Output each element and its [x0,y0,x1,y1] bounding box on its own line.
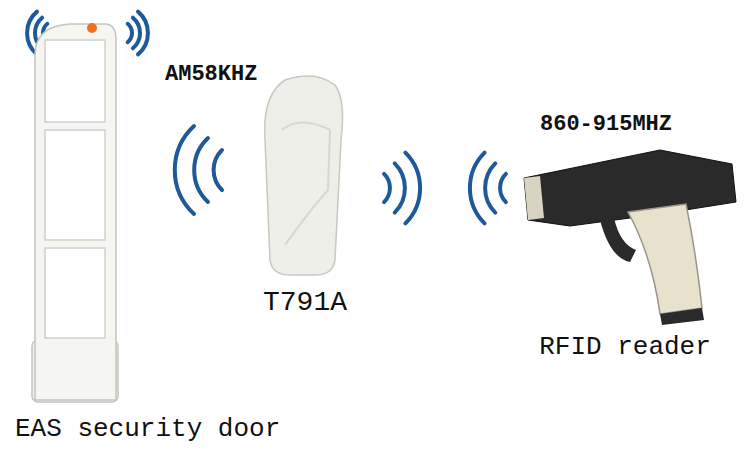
security-tag-illustration [240,70,370,282]
rfid-reader: RFID reader [510,140,740,363]
frequency-label: 860-915MHZ [540,112,672,138]
security-door-illustration [10,10,160,410]
caption-text: EAS security door [15,414,280,445]
rfid-reader-illustration [510,140,740,328]
frequency-label: AM58KHZ [165,62,257,88]
caption-text: T791A [263,286,347,320]
caption-text: RFID reader [539,332,711,363]
security-tag: T791A [240,70,370,320]
